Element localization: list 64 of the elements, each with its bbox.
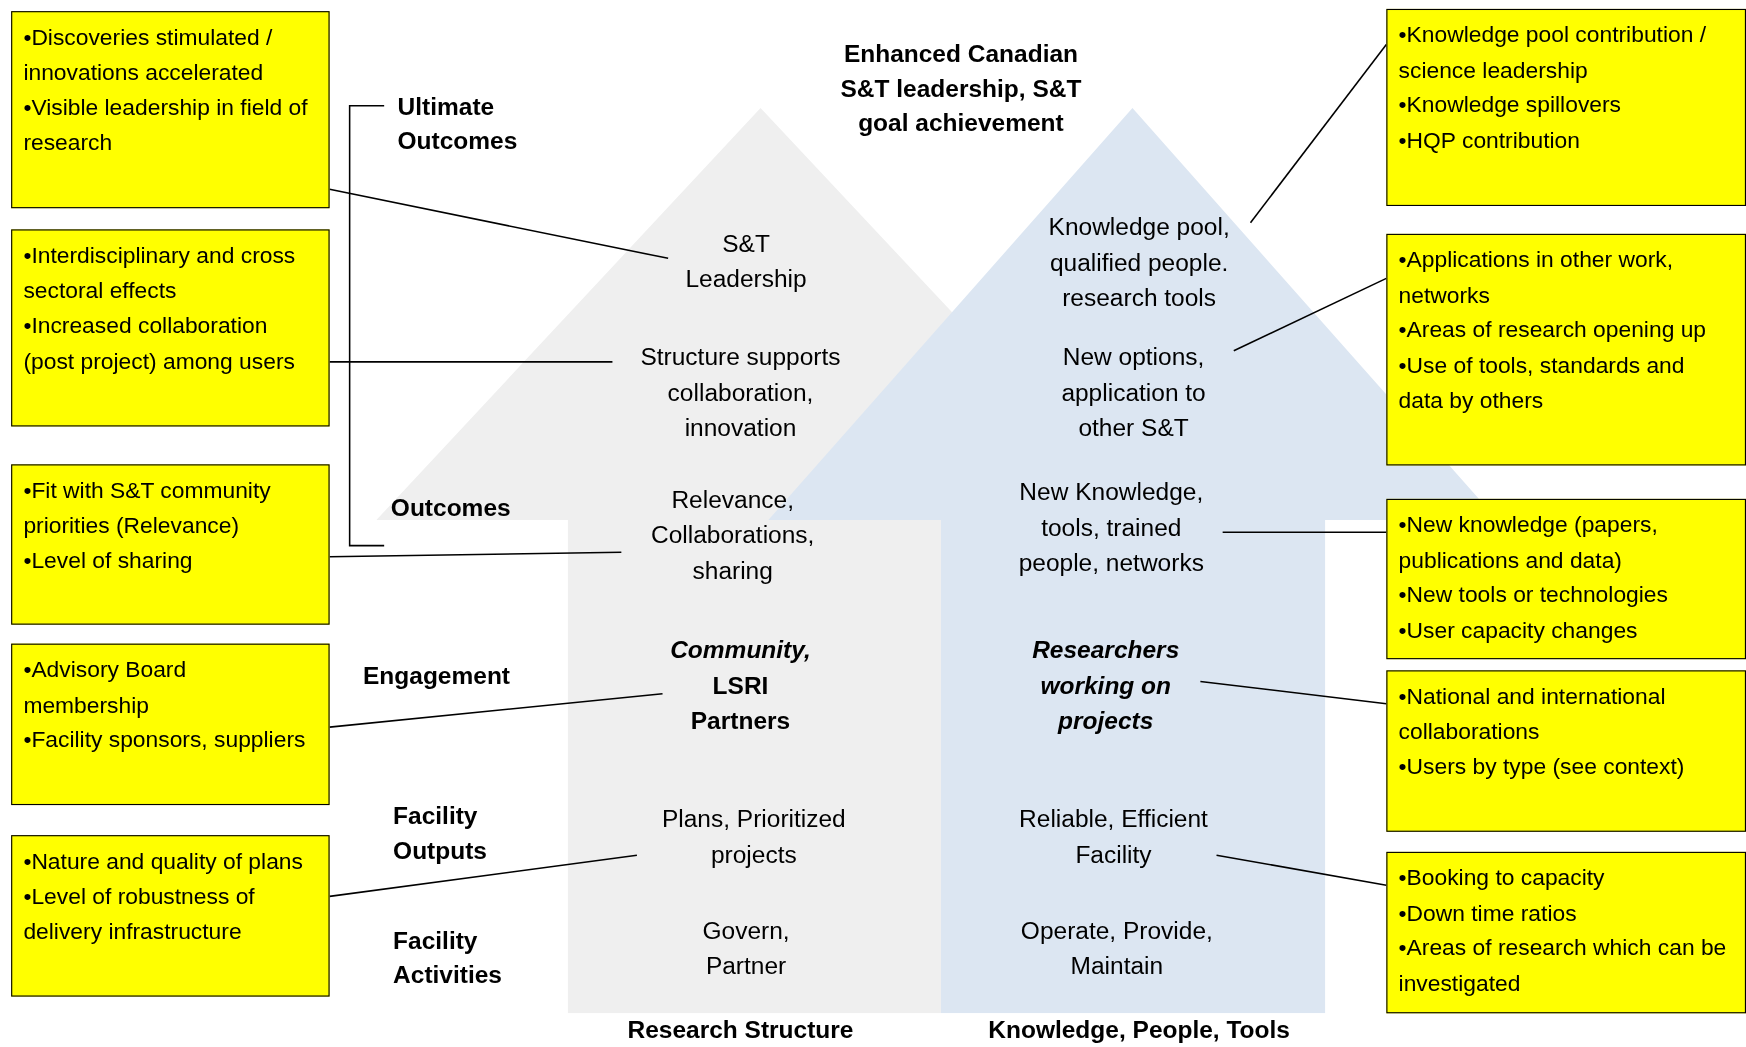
leader-line bbox=[1221, 531, 1388, 534]
bullet-text: •Nature and quality of plans bbox=[23, 846, 304, 876]
section-label: Outcomes bbox=[390, 492, 512, 524]
bullet-text: •Level of sharing bbox=[23, 545, 194, 575]
bullet-text: •Users by type (see context) bbox=[1398, 751, 1686, 781]
outcome-text: New Knowledge, tools, trained people, networks bbox=[999, 474, 1223, 582]
bullet-text: •HQP contribution bbox=[1398, 125, 1581, 155]
indicator-box bbox=[11, 835, 330, 997]
bullet-text: •Advisory Board membership bbox=[23, 654, 188, 720]
bullet-text: •National and international collaborations bbox=[1398, 681, 1667, 746]
section-label: Engagement bbox=[363, 660, 512, 692]
indicator-box bbox=[1386, 851, 1746, 1014]
bullet-text: •Discoveries stimulated / innovations accelerated bbox=[23, 22, 274, 87]
outcome-text: Community, LSRI Partners bbox=[662, 632, 819, 740]
bullet-text: •Down time ratios bbox=[1398, 898, 1578, 927]
bullet-text: •Knowledge spillovers bbox=[1398, 90, 1622, 119]
section-label: Facility Outputs bbox=[393, 800, 488, 867]
bullet-text: •Level of robustness of delivery infrastructure bbox=[23, 881, 256, 946]
bullet-text: •New knowledge (papers, publications and data) bbox=[1398, 510, 1659, 575]
outcome-text: S&T Leadership bbox=[668, 226, 824, 298]
leader-line bbox=[328, 361, 614, 363]
outcome-text: Structure supports collaboration, innovation bbox=[612, 339, 869, 447]
indicator-box bbox=[11, 643, 330, 806]
section-label: Ultimate Outcomes bbox=[397, 91, 519, 157]
bullet-text: •Areas of research opening up bbox=[1398, 315, 1708, 344]
indicator-box bbox=[1386, 8, 1746, 206]
bullet-text: •Fit with S&T community priorities (Relevance) bbox=[23, 475, 272, 540]
bullet-text: •Increased collaboration (post project) among users bbox=[23, 310, 296, 376]
bullet-text: •Knowledge pool contribution / science leadership bbox=[1398, 20, 1708, 85]
leader-line bbox=[328, 692, 664, 728]
bullet-text: •Areas of research which can be investigated bbox=[1398, 933, 1728, 998]
outcome-text: Plans, Prioritized projects bbox=[636, 801, 871, 873]
leader-line bbox=[1215, 854, 1388, 887]
outcome-text: Govern, Partner bbox=[679, 913, 813, 985]
outcome-text: Reliable, Efficient Facility bbox=[1010, 801, 1217, 873]
outcome-text: Researchers working on projects bbox=[1011, 632, 1201, 740]
indicator-box bbox=[11, 11, 330, 209]
leader-line bbox=[1249, 43, 1388, 224]
leader-line bbox=[1233, 277, 1388, 352]
outcome-text: New options, application to other S&T bbox=[1033, 339, 1234, 447]
indicator-box bbox=[1386, 670, 1746, 832]
leader-line bbox=[328, 854, 638, 898]
indicator-box bbox=[1386, 233, 1746, 466]
outcome-text: Relevance, Collaborations, sharing bbox=[621, 482, 845, 590]
bullet-text: •Applications in other work, networks bbox=[1398, 245, 1675, 309]
bullet-text: •User capacity changes bbox=[1398, 615, 1639, 645]
outcome-text: Operate, Provide, Maintain bbox=[999, 913, 1234, 985]
section-label: Facility Activities bbox=[393, 925, 503, 991]
bullet-text: •Visible leadership in field of research bbox=[23, 92, 309, 157]
bullet-text: •Interdisciplinary and cross sectoral effects bbox=[23, 240, 297, 305]
bullet-text: •New tools or technologies bbox=[1398, 580, 1669, 609]
outcome-text: Knowledge pool, qualified people. research tools bbox=[1027, 209, 1251, 317]
indicator-box bbox=[1386, 498, 1746, 660]
indicator-box bbox=[11, 464, 330, 625]
leader-line bbox=[328, 188, 669, 260]
title: Enhanced Canadian S&T leadership, S&T goal achievement bbox=[839, 39, 1083, 139]
bullet-text: •Facility sponsors, suppliers bbox=[23, 725, 307, 754]
bullet-text: •Booking to capacity bbox=[1398, 863, 1606, 892]
bullet-text: •Use of tools, standards and data by others bbox=[1398, 350, 1686, 415]
indicator-box bbox=[11, 229, 330, 427]
arrow-caption: Research Structure bbox=[626, 1014, 855, 1046]
leader-line bbox=[1199, 680, 1388, 705]
leader-line bbox=[328, 551, 623, 558]
arrow-caption: Knowledge, People, Tools bbox=[987, 1014, 1291, 1046]
